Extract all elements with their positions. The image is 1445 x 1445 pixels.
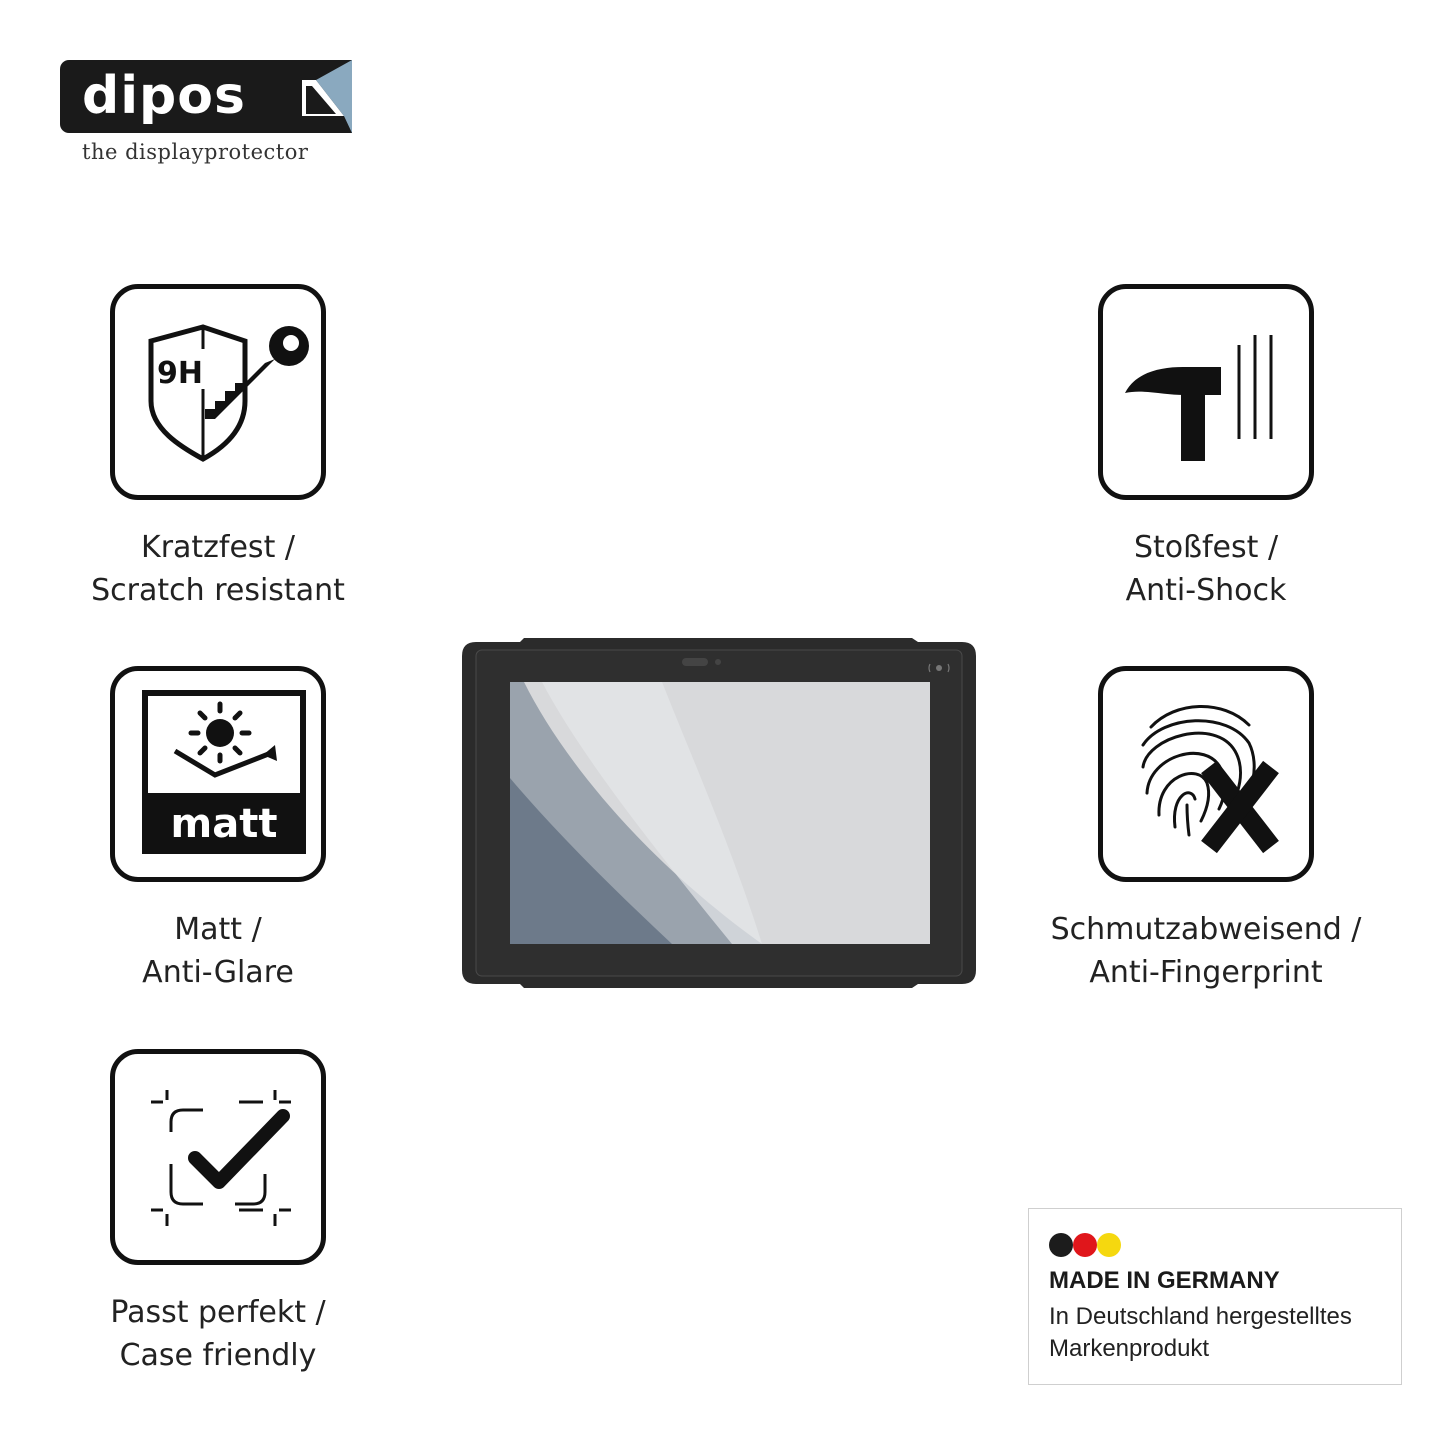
flag-dot-black [1049,1233,1073,1257]
feature-label: Passt perfekt / Case friendly [68,1291,368,1377]
logo-wordmark: dipos [82,66,246,126]
badge-subtitle-line1: In Deutschland hergestelltes [1049,1303,1352,1330]
hammer-icon [1098,284,1314,500]
feature-anti-shock: Stoßfest / Anti-Shock [1056,284,1356,612]
label-de: Schmutzabweisend / [1050,912,1362,947]
label-de: Passt perfekt / [110,1295,326,1330]
shield-key-9h-icon: 9H [110,284,326,500]
label-en: Scratch resistant [91,573,345,608]
matt-text: matt [171,801,278,847]
label-en: Anti-Glare [142,955,294,990]
feature-label: Kratzfest / Scratch resistant [68,526,368,612]
sun-matt-icon: matt [110,666,326,882]
flag-dot-gold [1097,1233,1121,1257]
tablet-device-image [462,638,976,988]
label-de: Kratzfest / [141,530,295,565]
badge-title: MADE IN GERMANY [1049,1267,1280,1294]
badge-subtitle-line2: Markenprodukt [1049,1335,1210,1362]
feature-label: Stoßfest / Anti-Shock [1056,526,1356,612]
made-in-germany-badge: MADE IN GERMANY In Deutschland hergestel… [1028,1208,1402,1385]
flag-dot-red [1073,1233,1097,1257]
feature-label: Matt / Anti-Glare [68,908,368,994]
badge-9h-text: 9H [157,356,203,391]
badge-subtitle: In Deutschland hergestelltes Markenprodu… [1049,1301,1352,1365]
logo-tagline: the displayprotector [82,140,309,164]
label-en: Anti-Shock [1125,573,1287,608]
feature-anti-glare: matt Matt / Anti-Glare [68,666,368,994]
label-de: Stoßfest / [1133,530,1279,565]
fingerprint-x-icon [1098,666,1314,882]
logo-corner-fold-icon [300,60,352,133]
label-en: Case friendly [119,1338,317,1373]
feature-label: Schmutzabweisend / Anti-Fingerprint [1006,908,1406,994]
label-de: Matt / [174,912,262,947]
label-en: Anti-Fingerprint [1089,955,1323,990]
brand-logo: dipos the displayprotector [60,60,360,180]
logo-badge: dipos [60,60,352,133]
feature-scratch-resistant: 9H Kratzfest / Scratch resistant [68,284,368,612]
feature-case-friendly: Passt perfekt / Case friendly [68,1049,368,1377]
frame-check-icon [110,1049,326,1265]
feature-anti-fingerprint: Schmutzabweisend / Anti-Fingerprint [1006,666,1406,994]
